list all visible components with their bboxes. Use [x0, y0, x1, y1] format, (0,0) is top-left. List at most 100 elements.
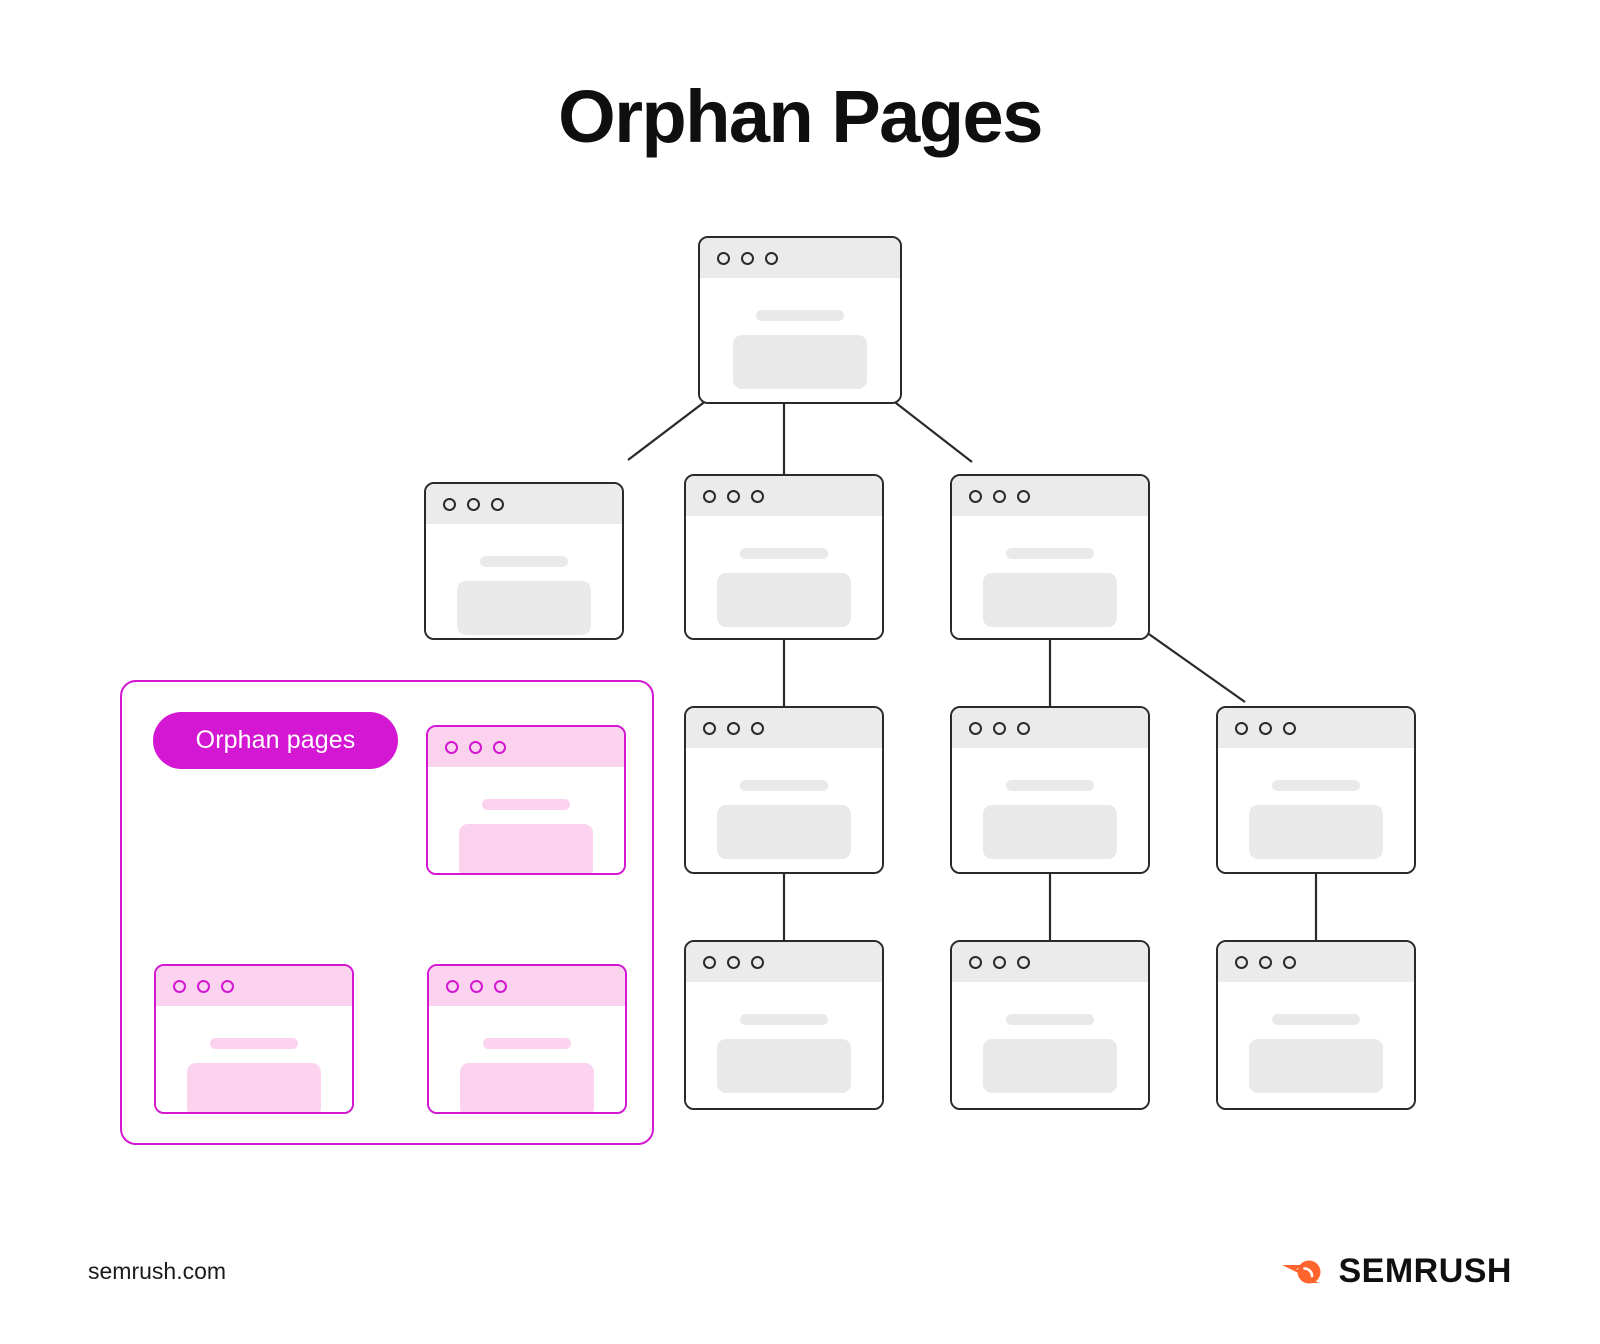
window-control-dot-icon: [727, 489, 740, 503]
browser-content: [426, 524, 622, 638]
window-control-dot-icon: [969, 955, 982, 969]
placeholder-content-block: [1249, 805, 1383, 859]
window-control-dot-icon: [703, 721, 716, 735]
brand-lockup: SEMRUSH: [1279, 1252, 1512, 1291]
placeholder-heading-bar: [482, 799, 570, 810]
window-control-dot-icon: [197, 979, 210, 993]
placeholder-heading-bar: [740, 548, 828, 559]
orphan-pages-badge-label: Orphan pages: [195, 726, 356, 754]
window-control-dot-icon: [741, 251, 754, 265]
placeholder-heading-bar: [210, 1038, 298, 1049]
level2-page-node-1: [424, 482, 624, 640]
browser-content: [952, 516, 1148, 638]
window-control-dot-icon: [969, 721, 982, 735]
browser-content: [1218, 982, 1414, 1108]
browser-titlebar: [426, 484, 622, 524]
window-control-dot-icon: [221, 979, 234, 993]
orphan-page-node-3: [427, 964, 627, 1114]
footer-url: semrush.com: [88, 1258, 227, 1284]
placeholder-content-block: [717, 1039, 851, 1093]
orphan-pages-group: Orphan pages: [120, 680, 654, 1145]
browser-content: [952, 982, 1148, 1108]
window-control-dot-icon: [443, 497, 456, 511]
window-control-dot-icon: [491, 497, 504, 511]
level2-page-node-2: [684, 474, 884, 640]
placeholder-content-block: [717, 805, 851, 859]
placeholder-content-block: [717, 573, 851, 627]
placeholder-content-block: [983, 573, 1117, 627]
placeholder-heading-bar: [740, 1014, 828, 1025]
placeholder-content-block: [187, 1063, 321, 1112]
placeholder-content-block: [457, 581, 591, 635]
browser-titlebar: [428, 727, 624, 767]
window-control-dot-icon: [765, 251, 778, 265]
window-control-dot-icon: [703, 955, 716, 969]
window-control-dot-icon: [751, 489, 764, 503]
level3-page-node-1: [684, 706, 884, 874]
placeholder-heading-bar: [480, 556, 568, 567]
browser-content: [1218, 748, 1414, 872]
browser-content: [686, 748, 882, 872]
placeholder-heading-bar: [483, 1038, 571, 1049]
window-control-dot-icon: [727, 955, 740, 969]
page-title: Orphan Pages: [558, 75, 1043, 158]
orphan-pages-badge: Orphan pages: [153, 712, 398, 769]
window-control-dot-icon: [173, 979, 186, 993]
level4-page-node-1: [684, 940, 884, 1110]
window-control-dot-icon: [1235, 955, 1248, 969]
browser-content: [686, 982, 882, 1108]
window-control-dot-icon: [969, 489, 982, 503]
placeholder-content-block: [733, 335, 867, 389]
window-control-dot-icon: [717, 251, 730, 265]
window-control-dot-icon: [751, 721, 764, 735]
browser-titlebar: [952, 942, 1148, 982]
brand-name: SEMRUSH: [1338, 1252, 1512, 1290]
placeholder-heading-bar: [1006, 548, 1094, 559]
browser-content: [429, 1006, 625, 1112]
window-control-dot-icon: [470, 979, 483, 993]
window-control-dot-icon: [727, 721, 740, 735]
placeholder-content-block: [460, 1063, 594, 1112]
placeholder-content-block: [1249, 1039, 1383, 1093]
window-control-dot-icon: [1259, 721, 1272, 735]
level4-page-node-2: [950, 940, 1150, 1110]
semrush-comet-logo-icon: [1279, 1255, 1325, 1289]
window-control-dot-icon: [467, 497, 480, 511]
placeholder-heading-bar: [1272, 780, 1360, 791]
window-control-dot-icon: [1017, 489, 1030, 503]
browser-titlebar: [700, 238, 900, 278]
browser-titlebar: [686, 708, 882, 748]
window-control-dot-icon: [751, 955, 764, 969]
window-control-dot-icon: [445, 740, 458, 754]
level4-page-node-3: [1216, 940, 1416, 1110]
browser-titlebar: [686, 476, 882, 516]
browser-titlebar: [156, 966, 352, 1006]
browser-content: [952, 748, 1148, 872]
placeholder-content-block: [983, 1039, 1117, 1093]
orphan-page-node-1: [426, 725, 626, 875]
placeholder-heading-bar: [756, 310, 844, 321]
window-control-dot-icon: [1259, 955, 1272, 969]
placeholder-content-block: [983, 805, 1117, 859]
browser-content: [428, 767, 624, 873]
window-control-dot-icon: [1283, 721, 1296, 735]
window-control-dot-icon: [1283, 955, 1296, 969]
placeholder-heading-bar: [1006, 780, 1094, 791]
browser-titlebar: [952, 476, 1148, 516]
level3-page-node-2: [950, 706, 1150, 874]
browser-titlebar: [1218, 708, 1414, 748]
window-control-dot-icon: [993, 955, 1006, 969]
level2-page-node-3: [950, 474, 1150, 640]
window-control-dot-icon: [469, 740, 482, 754]
window-control-dot-icon: [1017, 955, 1030, 969]
placeholder-heading-bar: [1272, 1014, 1360, 1025]
browser-titlebar: [1218, 942, 1414, 982]
browser-content: [156, 1006, 352, 1112]
window-control-dot-icon: [1017, 721, 1030, 735]
browser-titlebar: [429, 966, 625, 1006]
window-control-dot-icon: [493, 740, 506, 754]
browser-content: [700, 278, 900, 402]
window-control-dot-icon: [446, 979, 459, 993]
browser-content: [686, 516, 882, 638]
